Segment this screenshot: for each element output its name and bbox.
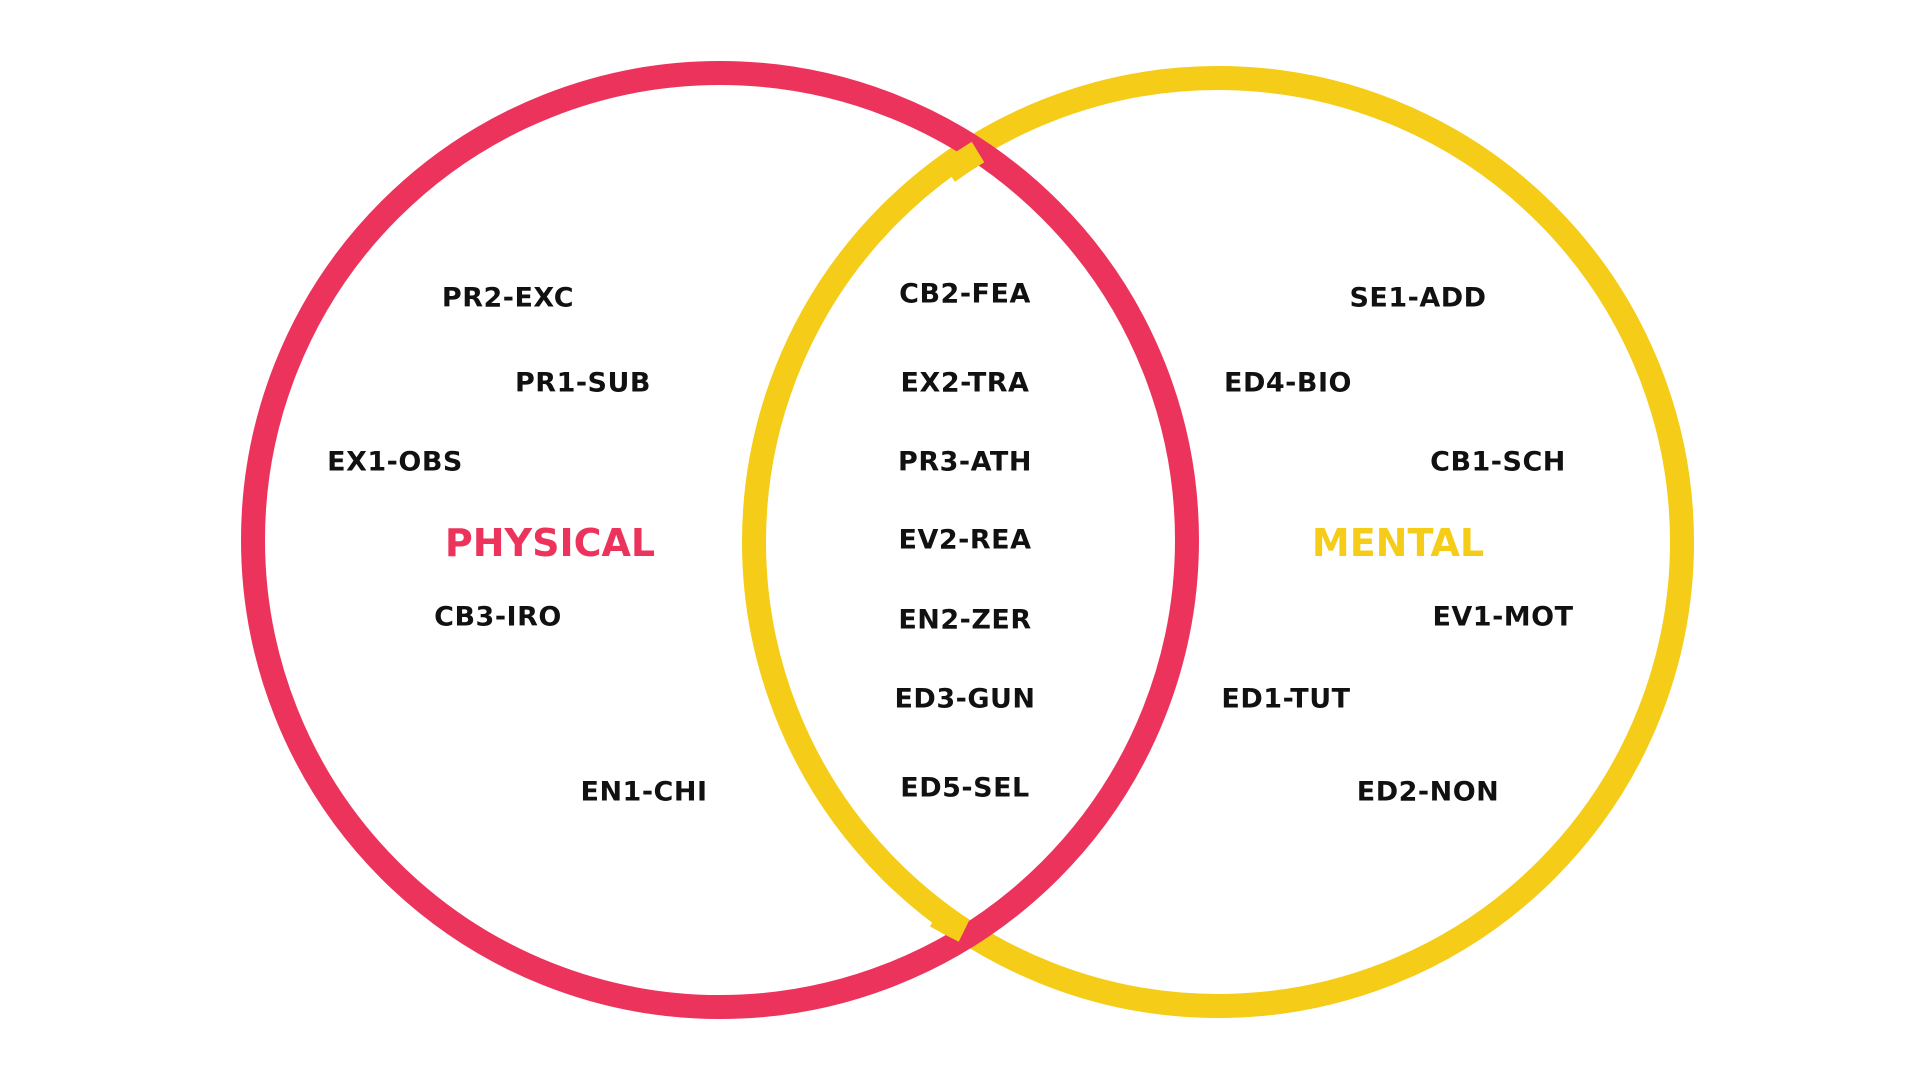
mental-item: CB1-SCH bbox=[1430, 446, 1566, 478]
physical-item: PR1-SUB bbox=[514, 367, 652, 399]
overlap-item: EV2-REA bbox=[898, 524, 1032, 556]
physical-item: EX1-OBS bbox=[327, 446, 463, 478]
mental-set-label: MENTAL bbox=[1311, 521, 1485, 565]
physical-circle bbox=[241, 61, 1199, 1019]
overlap-item: EN2-ZER bbox=[898, 604, 1032, 636]
mental-item: SE1-ADD bbox=[1349, 282, 1487, 314]
overlap-item: PR3-ATH bbox=[898, 446, 1032, 478]
mental-circle-upper-overlap-segment bbox=[940, 141, 985, 182]
mental-item: ED2-NON bbox=[1356, 776, 1500, 808]
overlap-item: ED3-GUN bbox=[894, 683, 1036, 715]
physical-set-label: PHYSICAL bbox=[444, 521, 656, 565]
mental-circle bbox=[742, 66, 1694, 1018]
overlap-item: ED5-SEL bbox=[900, 772, 1030, 804]
mental-item: EV1-MOT bbox=[1432, 601, 1574, 633]
physical-item: CB3-IRO bbox=[434, 601, 562, 633]
mental-circle-overlap-segment bbox=[929, 905, 970, 942]
mental-item: ED4-BIO bbox=[1224, 367, 1352, 399]
physical-item: EN1-CHI bbox=[580, 776, 708, 808]
overlap-item: EX2-TRA bbox=[900, 367, 1030, 399]
overlap-item: CB2-FEA bbox=[899, 278, 1031, 310]
physical-item: PR2-EXC bbox=[441, 282, 575, 314]
mental-item: ED1-TUT bbox=[1221, 683, 1351, 715]
